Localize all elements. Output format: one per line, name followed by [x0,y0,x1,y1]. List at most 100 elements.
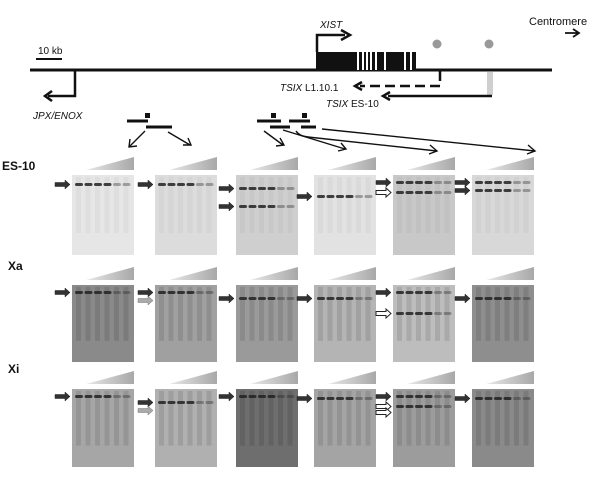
grey-arrow-icon [137,405,154,416]
band-arrow-icon [296,293,313,304]
blot-lane [168,391,174,446]
blot-lane [435,177,440,233]
blot-panel [375,389,455,467]
band-arrow-icon [218,183,235,194]
blot-lane [104,287,110,341]
blot-lane [287,287,293,341]
blot-band [396,181,404,184]
blot-lane [476,287,481,341]
blot-band [248,205,257,208]
blot-band [248,395,257,398]
blot-band [415,181,423,184]
blot-lane [287,391,293,446]
blot-band [424,181,433,184]
blot-band [522,189,531,192]
concentration-triangle [407,371,455,384]
blot-lane [514,287,519,341]
blot-band [475,397,483,400]
blot-band [522,397,531,400]
blot-lane [114,287,119,341]
blot-lane [495,177,500,233]
xist-promoter-arrow [315,33,345,52]
blot-band [484,397,493,400]
blot-band [205,183,214,186]
blot-band [434,181,442,184]
blot-band [494,181,502,184]
marker-dot [484,39,494,49]
blot-band [75,291,83,294]
blot-band [396,395,404,398]
blot-panel [218,285,298,362]
blot-band [405,405,414,408]
blot-band [103,395,112,398]
blot-image [393,285,455,362]
blot-lane [268,391,274,446]
blot-band [415,291,423,294]
band-arrow-icon [54,391,71,402]
scale-label: 10 kb [38,46,63,57]
blot-lane [514,177,519,233]
blot-band [258,297,266,300]
blot-band [267,395,276,398]
blot-band [326,297,335,300]
concentration-triangle [486,371,534,384]
blot-band [415,312,423,315]
blot-lane [397,177,402,233]
blot-band [158,183,166,186]
blot-band [158,291,166,294]
tsix-l1-arrow [360,71,442,88]
blot-band [415,405,423,408]
band-arrow-icon [375,391,392,402]
band-arrow-icon [218,293,235,304]
blot-band [167,183,176,186]
blot-lane [495,287,500,341]
blot-band [286,205,295,208]
blot-lane [76,287,81,341]
blot-band [503,297,512,300]
blot-band [205,291,214,294]
blot-panel [296,285,376,362]
concentration-triangle [486,157,534,170]
concentration-triangle [328,267,376,280]
tsix-es10-label: TSIX ES-10 [326,99,379,110]
concentration-triangle [250,371,298,384]
blot-band [475,181,483,184]
blot-band [326,195,335,198]
blot-lane [159,287,164,341]
blot-lane [278,391,283,446]
blot-band [396,312,404,315]
blot-band [443,395,452,398]
blot-band [267,205,276,208]
blot-lane [365,391,371,446]
grey-arrow-icon [137,295,154,306]
concentration-triangle [169,371,217,384]
blot-band [396,291,404,294]
blot-band [443,405,452,408]
blot-band [434,291,442,294]
concentration-triangle [86,371,134,384]
blot-band [503,189,512,192]
jpx-label: JPX/ENOX [32,111,83,122]
blot-panel [454,175,534,255]
row-label-xi: Xi [8,362,19,376]
blot-lane [318,177,323,233]
blot-lane [485,391,491,446]
centromere-arrow [565,28,581,38]
blot-band [364,397,373,400]
blot-panel [454,285,534,362]
hollow-arrow-icon [375,307,392,320]
concentration-triangle [486,267,534,280]
blot-band [484,297,493,300]
blot-band [405,181,414,184]
blot-lane [346,391,352,446]
blot-band [277,205,285,208]
blot-band [317,195,325,198]
band-arrow-icon [454,177,471,188]
blot-lane [444,391,450,446]
blot-band [396,191,404,194]
blot-band [503,181,512,184]
blot-band [522,297,531,300]
blot-lane [85,287,91,341]
blot-lane [505,177,510,233]
